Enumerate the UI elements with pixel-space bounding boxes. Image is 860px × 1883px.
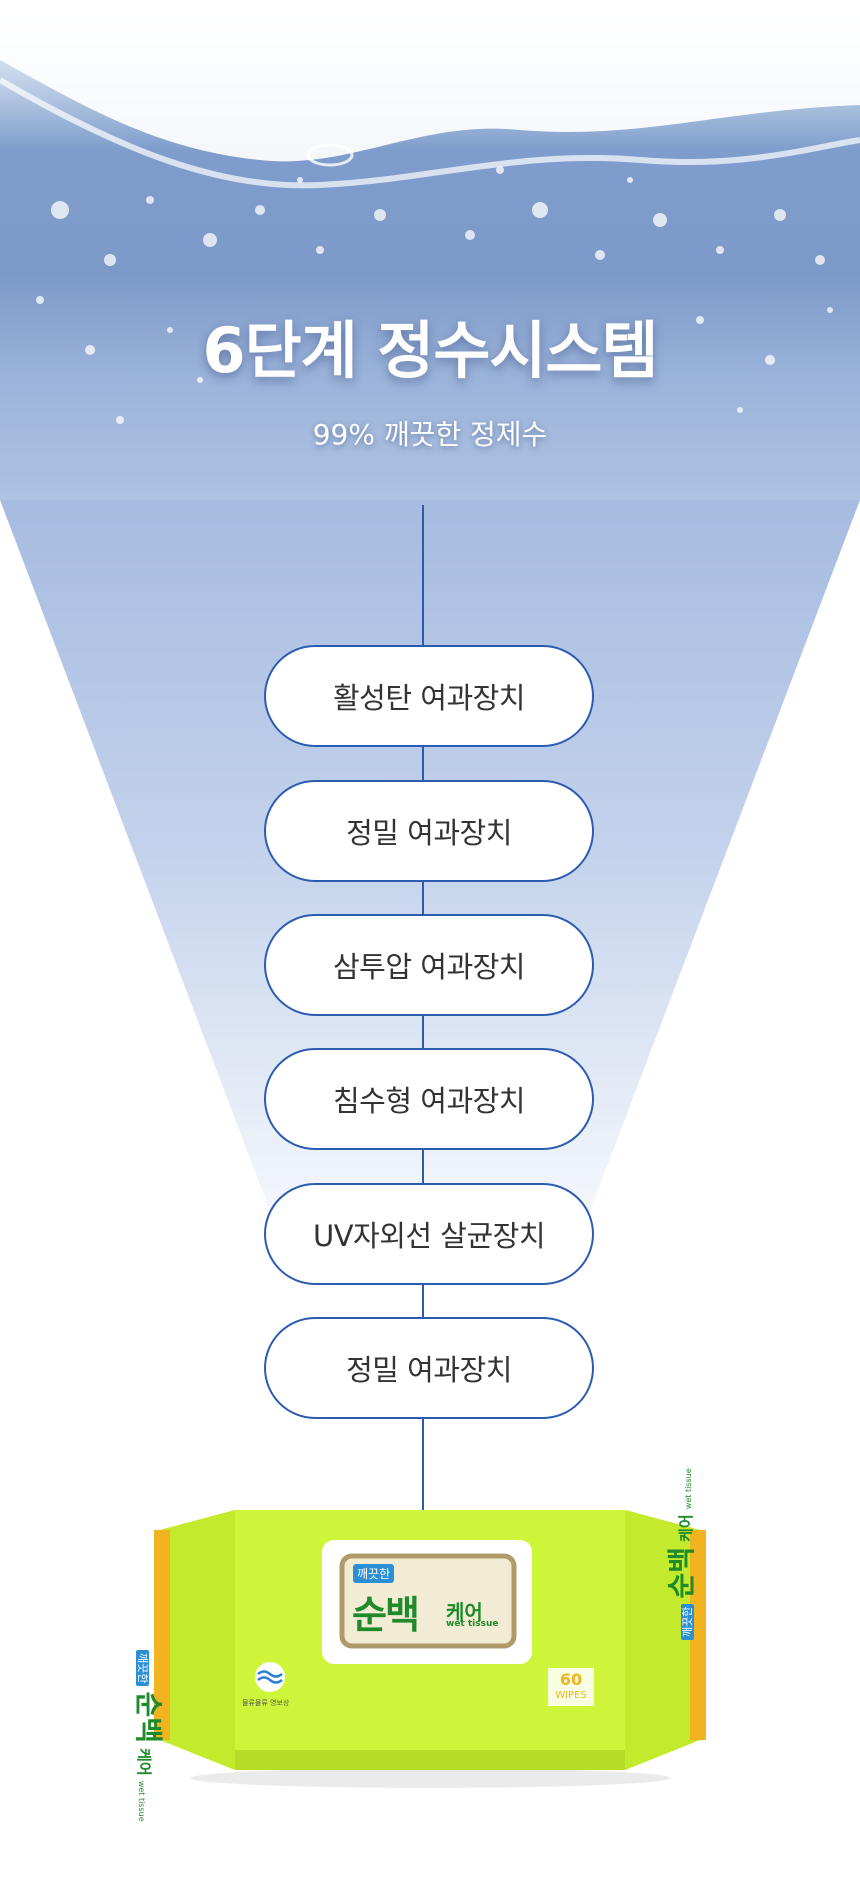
product-side-label-left: 깨끗한 순백 케어 wet tissue xyxy=(130,1650,170,1822)
step-immersion-filter: 침수형 여과장치 xyxy=(264,1048,594,1150)
step-precision-filter-final: 정밀 여과장치 xyxy=(264,1317,594,1419)
step-precision-filter: 정밀 여과장치 xyxy=(264,780,594,882)
side-left-brand: 순백 xyxy=(132,1691,165,1743)
side-right-sub: wet tissue xyxy=(684,1468,693,1510)
hero-title: 6단계 정수시스템 xyxy=(202,314,658,387)
wipes-count: 60 xyxy=(559,1670,583,1689)
maker-text: 물류물류 영보상 xyxy=(242,1699,290,1707)
product-side-label-right: 깨끗한 순백 케어 wet tissue xyxy=(660,1468,700,1640)
hero-subtitle: 99% 깨끗한 정제수 xyxy=(312,418,548,451)
side-left-suffix: 케어 xyxy=(135,1748,153,1776)
step-uv-sterilizer: UV자외선 살균장치 xyxy=(264,1183,594,1285)
wipes-unit: WIPES xyxy=(555,1690,587,1701)
product-badge: 깨끗한 xyxy=(353,1564,395,1583)
step-reverse-osmosis-filter: 삼투압 여과장치 xyxy=(264,914,594,1016)
product-brand: 순백 xyxy=(352,1593,420,1637)
product-subtitle: wet tissue xyxy=(446,1619,499,1629)
water-bubbles xyxy=(0,0,860,424)
side-left-badge: 깨끗한 xyxy=(136,1650,149,1687)
step-activated-carbon-filter: 활성탄 여과장치 xyxy=(264,645,594,747)
water-splash-banner: 6단계 정수시스템 99% 깨끗한 정제수 xyxy=(0,0,860,500)
side-right-suffix: 케어 xyxy=(677,1514,695,1542)
side-right-badge: 깨끗한 xyxy=(681,1603,694,1640)
product-brand-suffix: 케어 xyxy=(446,1600,483,1624)
product-wet-tissue-pack: 깨끗한 순백 케어 wet tissue 깨끗한 순백 케어 wet tissu… xyxy=(132,1468,710,1822)
side-left-sub: wet tissue xyxy=(137,1780,146,1822)
side-right-brand: 순백 xyxy=(665,1547,698,1599)
